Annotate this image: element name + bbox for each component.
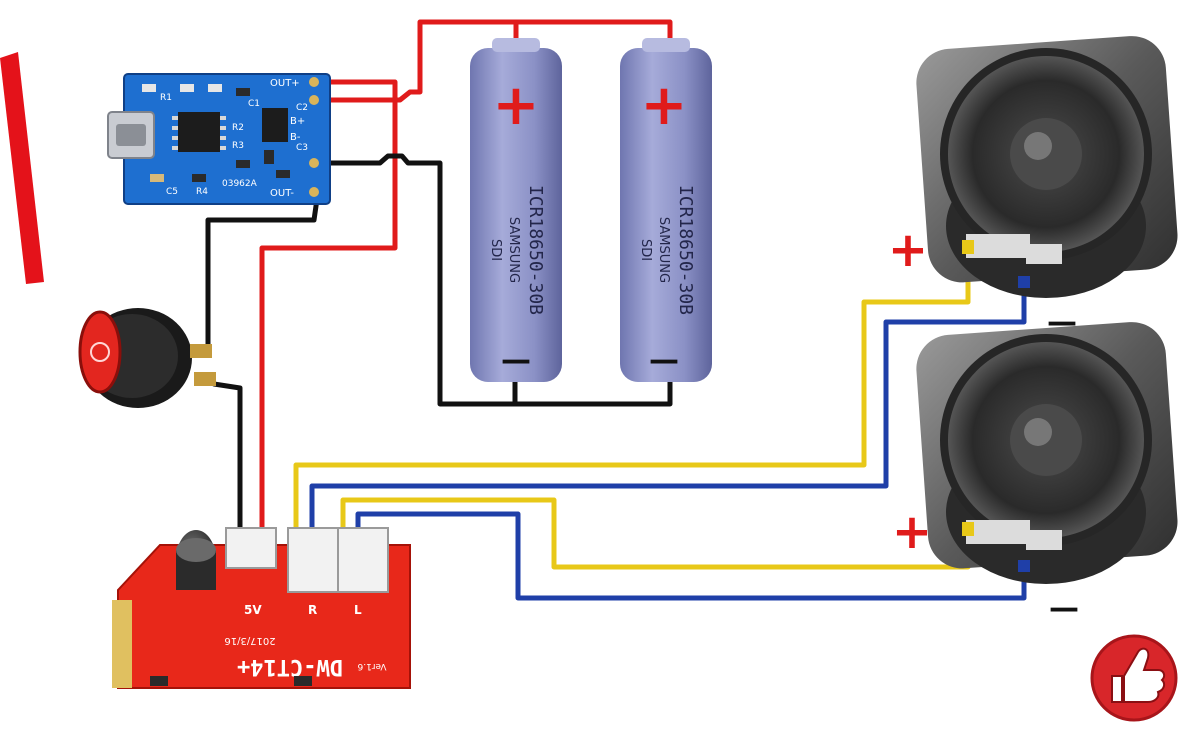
amp-right-speaker-connector xyxy=(337,527,389,593)
silk-r3: R3 xyxy=(232,141,244,151)
silk-r1: R1 xyxy=(160,93,172,103)
rocker-switch-icon xyxy=(78,308,216,408)
wire-red-outplus-amp xyxy=(259,79,398,533)
charger-module: C1 C2 R1 R2 R3 R4 C3 C5 03962A OUT+ B+ B… xyxy=(107,73,331,205)
silk-code: 03962A xyxy=(222,179,258,189)
amp-version: Ver1.6 xyxy=(357,661,386,671)
wire-black-switch-amp xyxy=(211,381,243,533)
speaker-1-plus-label: + xyxy=(888,222,928,278)
amp-pin-channel-2: L xyxy=(354,603,362,617)
wire-yellow-amp-speaker2 xyxy=(340,497,971,570)
protection-chip xyxy=(262,108,288,142)
battery-2-cell-code: SDI xyxy=(638,239,653,261)
silk-c5: C5 xyxy=(166,187,178,197)
battery-1-minus-label: — xyxy=(501,343,531,378)
battery-2-minus-label: — xyxy=(649,343,679,378)
amp-gold-edge xyxy=(112,600,132,688)
decorative-red-stroke xyxy=(0,52,44,284)
battery-2-brand: SAMSUNG xyxy=(656,217,671,283)
battery-1: + — ICR18650-30B SAMSUNG SDI xyxy=(470,38,562,382)
speaker-2-plus-label: + xyxy=(892,504,932,560)
silk-c3: C3 xyxy=(296,143,308,153)
silk-c1: C1 xyxy=(248,99,260,109)
amp-date: 2017/3/16 xyxy=(224,635,275,646)
amp-pin-power: 5V xyxy=(244,603,262,617)
thumbs-up-icon xyxy=(1090,634,1178,722)
amp-left-speaker-connector xyxy=(287,527,339,593)
battery-2: + — ICR18650-30B SAMSUNG SDI xyxy=(620,38,712,382)
speaker-1-minus-label: — xyxy=(1047,305,1077,340)
charger-chip xyxy=(178,112,220,152)
amp-model: DW-CT14+ xyxy=(237,654,343,679)
wire-red-bplus-batteries xyxy=(315,19,673,103)
battery-1-cell-code: SDI xyxy=(488,239,503,261)
wire-blue-amp-speaker2 xyxy=(355,511,1027,601)
wire-yellow-amp-speaker1 xyxy=(293,247,971,538)
pin-out-plus: OUT+ xyxy=(270,78,300,89)
amp-pin-channel-1: R xyxy=(308,603,317,617)
pin-b-minus: B- xyxy=(290,132,301,143)
speaker-2 xyxy=(916,322,1178,584)
speaker-2-minus-label: — xyxy=(1049,591,1079,626)
pin-out-minus: OUT- xyxy=(270,188,294,199)
pin-b-plus: B+ xyxy=(290,116,305,127)
wire-black-outminus-switch xyxy=(205,189,321,358)
silk-c2: C2 xyxy=(296,103,308,113)
battery-2-plus-label: + xyxy=(641,73,688,138)
silk-r2: R2 xyxy=(232,123,244,133)
wire-black-bminus-batteries xyxy=(315,153,673,407)
amplifier-board: 5V R L DW-CT14+ 2017/3/16 Ver1.6 xyxy=(112,527,411,689)
wire-blue-amp-speaker1 xyxy=(309,281,1027,538)
battery-1-model: ICR18650-30B xyxy=(525,185,546,315)
switch-rocker-red xyxy=(78,310,122,394)
silk-r4: R4 xyxy=(196,187,208,197)
speaker-1 xyxy=(916,36,1178,298)
amp-power-connector xyxy=(225,527,277,569)
battery-1-brand: SAMSUNG xyxy=(506,217,521,283)
battery-2-model: ICR18650-30B xyxy=(675,185,696,315)
battery-1-plus-label: + xyxy=(493,73,540,138)
